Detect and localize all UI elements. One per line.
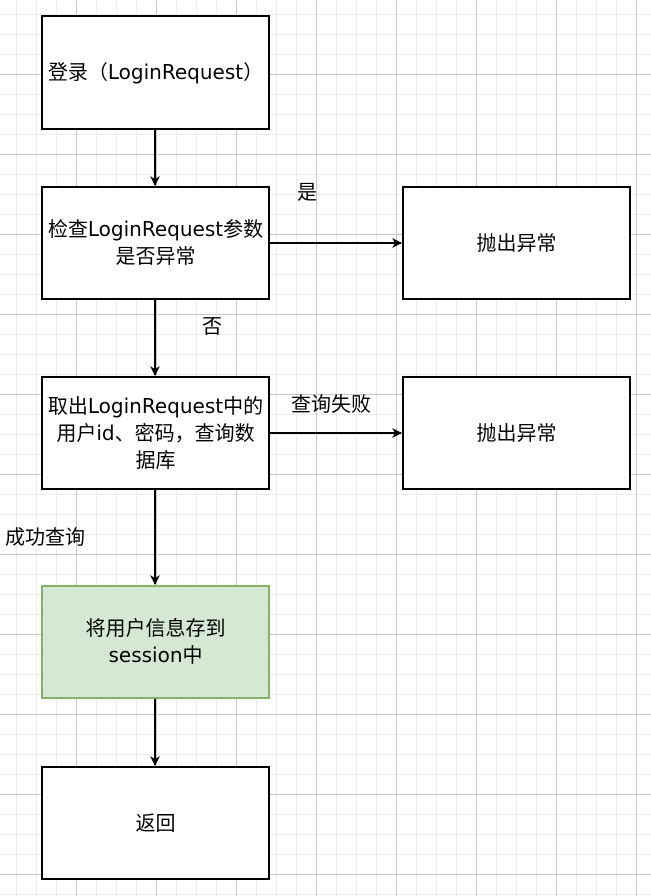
node-query-db-text: 取出LoginRequest中的用户id、密码，查询数据库 xyxy=(47,393,264,472)
node-throw-exception-2: 抛出异常 xyxy=(402,376,631,490)
node-return-text: 返回 xyxy=(135,810,176,835)
edge-label-query-success: 成功查询 xyxy=(5,525,85,549)
node-check-params-text: 检查LoginRequest参数是否异常 xyxy=(47,217,264,268)
node-save-session: 将用户信息存到session中 xyxy=(41,585,270,699)
node-query-db: 取出LoginRequest中的用户id、密码，查询数据库 xyxy=(41,376,270,490)
edge-label-yes: 是 xyxy=(297,180,317,204)
node-throw-exception-1-text: 抛出异常 xyxy=(476,230,557,255)
node-throw-exception-1: 抛出异常 xyxy=(402,186,631,300)
edge-label-query-failed: 查询失败 xyxy=(291,392,371,416)
node-login: 登录（LoginRequest） xyxy=(41,15,270,130)
node-throw-exception-2-text: 抛出异常 xyxy=(476,420,557,445)
node-login-text: 登录（LoginRequest） xyxy=(47,60,264,84)
node-save-session-text: 将用户信息存到session中 xyxy=(85,616,226,667)
node-return: 返回 xyxy=(41,766,270,880)
node-check-params: 检查LoginRequest参数是否异常 xyxy=(41,186,270,300)
edge-label-no: 否 xyxy=(202,314,222,338)
